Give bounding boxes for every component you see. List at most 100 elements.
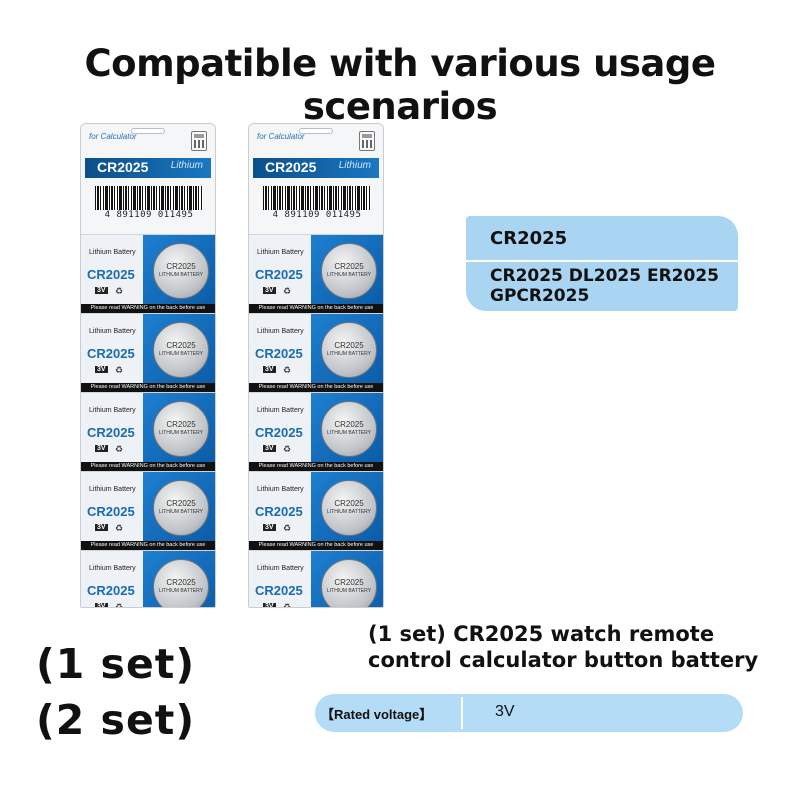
battery-card-2: for Calculator CR2025 Lithium 4 891109 0… [248,123,384,608]
brand-band: CR2025 Lithium [85,158,211,178]
battery-slot: Lithium Battery CR2025 3V ♻ CR2025 LITHI… [81,392,215,471]
slot-voltage: 3V [95,287,108,294]
battery-slot: Lithium Battery CR2025 3V ♻ CR2025 LITHI… [81,471,215,550]
coin-battery: CR2025 LITHIUM BATTERY [153,480,209,536]
slot-label: Lithium Battery [89,565,136,572]
set-option-1: (1 set) [36,640,196,688]
barcode-number: 4 891109 011495 [272,210,362,220]
brand-band: CR2025 Lithium [253,158,379,178]
set-option-2: (2 set) [36,696,196,744]
coin-battery: CR2025 LITHIUM BATTERY [321,322,377,378]
recycle-icon: ♻ [283,523,292,533]
coin-battery: CR2025 LITHIUM BATTERY [153,401,209,457]
coin-model: CR2025 [166,420,196,429]
slot-voltage: 3V [95,603,108,608]
coin-sub: LITHIUM BATTERY [327,351,371,357]
barcode [95,186,203,210]
slot-label: Lithium Battery [89,328,136,335]
coin-battery: CR2025 LITHIUM BATTERY [321,401,377,457]
coin-model: CR2025 [334,341,364,350]
product-title-line-2: control calculator button battery [368,648,759,672]
card-header: for Calculator CR2025 Lithium 4 891109 0… [81,124,215,234]
coin-battery: CR2025 LITHIUM BATTERY [321,559,377,607]
recycle-icon: ♻ [115,523,124,533]
recycle-icon: ♻ [283,286,292,296]
coin-model: CR2025 [334,420,364,429]
hang-hole [131,128,165,134]
slot-voltage: 3V [263,524,276,531]
brand-lithium: Lithium [170,160,203,171]
spec-value: 3V [495,703,515,720]
model-title: CR2025 [490,228,568,249]
coin-sub: LITHIUM BATTERY [327,588,371,594]
slot-label: Lithium Battery [257,249,304,256]
recycle-icon: ♻ [115,602,124,608]
coin-battery: CR2025 LITHIUM BATTERY [153,559,209,607]
coin-sub: LITHIUM BATTERY [327,430,371,436]
slot-label: Lithium Battery [257,328,304,335]
recycle-icon: ♻ [115,444,124,454]
slot-model: CR2025 [87,267,135,282]
slot-voltage: 3V [263,445,276,452]
brand-lithium: Lithium [338,160,371,171]
battery-card-1: for Calculator CR2025 Lithium 4 891109 0… [80,123,216,608]
coin-battery: CR2025 LITHIUM BATTERY [153,322,209,378]
calculator-icon [191,131,207,151]
headline: Compatible with various usage scenarios [84,42,716,128]
coin-model: CR2025 [334,499,364,508]
warning-text: Please read WARNING on the back before u… [249,462,383,471]
coin-sub: LITHIUM BATTERY [159,588,203,594]
slot-label: Lithium Battery [257,486,304,493]
barcode [263,186,371,210]
coin-battery: CR2025 LITHIUM BATTERY [153,243,209,299]
coin-model: CR2025 [334,578,364,587]
recycle-icon: ♻ [115,286,124,296]
coin-model: CR2025 [166,578,196,587]
brand-model: CR2025 [265,159,317,175]
calculator-label: for Calculator [89,132,137,141]
battery-slot: Lithium Battery CR2025 3V ♻ CR2025 LITHI… [249,550,383,608]
card-header: for Calculator CR2025 Lithium 4 891109 0… [249,124,383,234]
slot-model: CR2025 [255,583,303,598]
coin-model: CR2025 [166,499,196,508]
warning-text: Please read WARNING on the back before u… [249,304,383,313]
slot-voltage: 3V [263,603,276,608]
battery-slot: Lithium Battery CR2025 3V ♻ CR2025 LITHI… [249,234,383,313]
divider [466,260,738,262]
warning-text: Please read WARNING on the back before u… [81,304,215,313]
coin-sub: LITHIUM BATTERY [159,272,203,278]
product-title: (1 set) CR2025 watch remote control calc… [368,621,788,673]
slot-voltage: 3V [263,287,276,294]
battery-slot: Lithium Battery CR2025 3V ♻ CR2025 LITHI… [249,392,383,471]
coin-sub: LITHIUM BATTERY [159,509,203,515]
slot-model: CR2025 [255,346,303,361]
slot-label: Lithium Battery [257,407,304,414]
warning-text: Please read WARNING on the back before u… [81,462,215,471]
coin-battery: CR2025 LITHIUM BATTERY [321,480,377,536]
calculator-label: for Calculator [257,132,305,141]
calculator-icon [359,131,375,151]
slot-model: CR2025 [87,425,135,440]
slot-label: Lithium Battery [89,486,136,493]
slot-label: Lithium Battery [257,565,304,572]
slot-voltage: 3V [95,445,108,452]
slot-model: CR2025 [87,504,135,519]
coin-model: CR2025 [166,341,196,350]
barcode-number: 4 891109 011495 [104,210,194,220]
battery-slot: Lithium Battery CR2025 3V ♻ CR2025 LITHI… [81,550,215,608]
warning-text: Please read WARNING on the back before u… [81,541,215,550]
coin-battery: CR2025 LITHIUM BATTERY [321,243,377,299]
slot-voltage: 3V [95,366,108,373]
coin-sub: LITHIUM BATTERY [327,509,371,515]
compatibility-box: CR2025 CR2025 DL2025 ER2025 GPCR2025 [466,216,738,311]
battery-slot: Lithium Battery CR2025 3V ♻ CR2025 LITHI… [249,313,383,392]
battery-slot: Lithium Battery CR2025 3V ♻ CR2025 LITHI… [249,471,383,550]
brand-model: CR2025 [97,159,149,175]
coin-model: CR2025 [166,262,196,271]
hang-hole [299,128,333,134]
product-title-line-1: (1 set) CR2025 watch remote [368,622,715,646]
coin-sub: LITHIUM BATTERY [159,351,203,357]
coin-sub: LITHIUM BATTERY [159,430,203,436]
divider [461,697,463,729]
warning-text: Please read WARNING on the back before u… [249,383,383,392]
